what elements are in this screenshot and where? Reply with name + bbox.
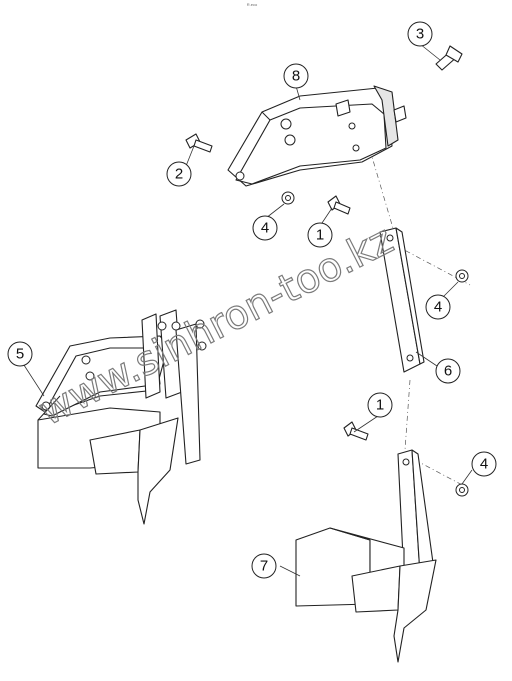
- svg-text:4: 4: [434, 299, 442, 316]
- bolt-part-2: [185, 133, 213, 153]
- callout-1-lower: 1: [367, 392, 393, 418]
- bolt-part-1-upper: [327, 195, 351, 215]
- callout-4-upper: 4: [252, 215, 278, 241]
- bolt-part-1-lower: [343, 421, 369, 441]
- cultivator-assembly-part-5: [35, 309, 207, 525]
- callout-2: 2: [166, 161, 192, 187]
- svg-text:1: 1: [376, 397, 384, 414]
- callout-7: 7: [251, 553, 277, 579]
- bolt-part-3: [435, 45, 463, 71]
- callout-5: 5: [7, 341, 33, 367]
- svg-text:8: 8: [292, 68, 300, 85]
- upper-bracket-part-8: [227, 85, 407, 187]
- watermark-text: www.sinhron-too.kz: [32, 217, 401, 435]
- tiny-header-mark: R.eco: [247, 2, 258, 7]
- nut-part-4-upper: [281, 191, 295, 205]
- svg-text:4: 4: [480, 456, 488, 473]
- svg-text:6: 6: [444, 363, 452, 380]
- callout-3: 3: [407, 21, 433, 47]
- callout-1-upper: 1: [307, 222, 333, 248]
- nut-part-4-lower: [455, 483, 469, 497]
- svg-text:2: 2: [175, 166, 183, 183]
- strap-part-6: [379, 227, 425, 373]
- shank-and-shoe-part-7: [295, 449, 437, 663]
- callout-6: 6: [435, 358, 461, 384]
- svg-text:1: 1: [316, 227, 324, 244]
- callout-4-middle: 4: [425, 294, 451, 320]
- svg-text:7: 7: [260, 558, 268, 575]
- callout-8: 8: [283, 63, 309, 89]
- svg-text:5: 5: [16, 346, 24, 363]
- svg-text:4: 4: [261, 220, 269, 237]
- callout-4-lower: 4: [471, 451, 497, 477]
- svg-text:3: 3: [416, 26, 424, 43]
- nut-part-4-middle: [455, 269, 469, 283]
